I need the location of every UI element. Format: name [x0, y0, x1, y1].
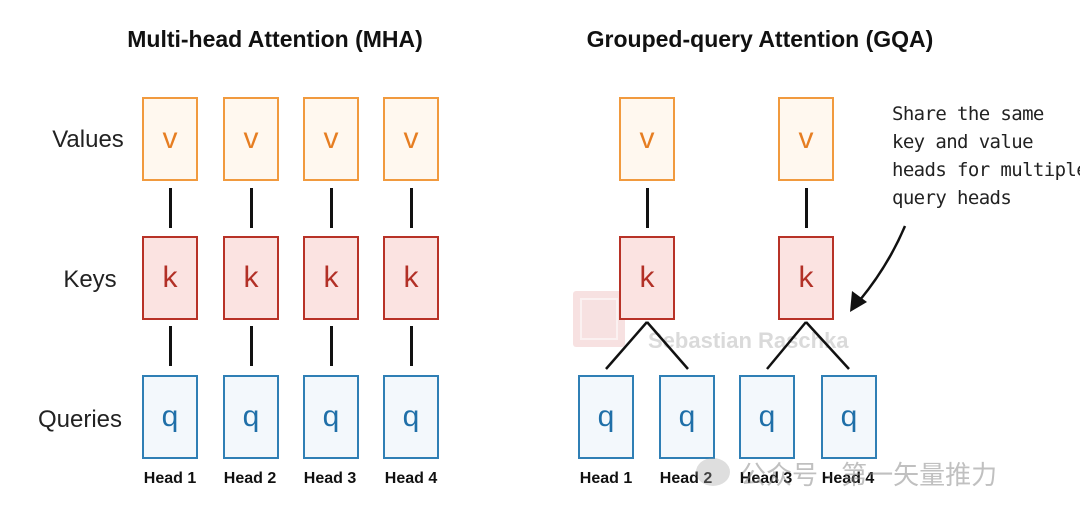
mha-connector [169, 188, 172, 228]
mha-connector [410, 326, 413, 366]
annotation-arrow-icon [859, 225, 907, 301]
mha-connector [250, 326, 253, 366]
wechat-icon [696, 458, 730, 486]
mha-connector [250, 188, 253, 228]
keys-label: Keys [63, 266, 117, 293]
queries-label: Queries [37, 406, 123, 433]
gqa-split-line [605, 321, 648, 370]
gqa-key-box: k [778, 236, 834, 320]
gqa-split-line [766, 321, 807, 370]
mha-title: Multi-head Attention (MHA) [127, 26, 423, 52]
mha-connector [330, 326, 333, 366]
mha-key-box: k [303, 236, 359, 320]
mha-head-label: Head 4 [384, 470, 438, 487]
mha-key-box: k [383, 236, 439, 320]
gqa-connector [646, 188, 649, 228]
mha-key-box: k [142, 236, 198, 320]
mha-head-label: Head 1 [143, 470, 197, 487]
mha-value-box: v [303, 97, 359, 181]
mha-value-box: v [223, 97, 279, 181]
gqa-query-box: q [821, 375, 877, 459]
gqa-head-label: Head 3 [739, 470, 793, 487]
gqa-value-box: v [619, 97, 675, 181]
mha-connector [330, 188, 333, 228]
gqa-split-line [805, 321, 850, 370]
mha-head-label: Head 3 [303, 470, 357, 487]
gqa-annotation: Share the same key and value heads for m… [892, 103, 1080, 209]
gqa-split-line [646, 321, 689, 370]
footer-watermark: 公众号 · 第一矢量推力 [740, 460, 998, 490]
mha-connector [410, 188, 413, 228]
gqa-query-box: q [578, 375, 634, 459]
mha-head-label: Head 2 [223, 470, 277, 487]
mha-key-box: k [223, 236, 279, 320]
gqa-head-label: Head 1 [579, 470, 633, 487]
gqa-query-box: q [739, 375, 795, 459]
values-label: Values [52, 126, 124, 153]
gqa-head-label: Head 2 [659, 470, 713, 487]
mha-query-box: q [142, 375, 198, 459]
gqa-value-box: v [778, 97, 834, 181]
mha-value-box: v [383, 97, 439, 181]
gqa-query-box: q [659, 375, 715, 459]
annotation-arrowhead-icon [850, 291, 867, 312]
gqa-head-label: Head 4 [821, 470, 875, 487]
watermark-seal [573, 291, 625, 347]
gqa-title: Grouped-query Attention (GQA) [586, 26, 934, 52]
mha-connector [169, 326, 172, 366]
gqa-connector [805, 188, 808, 228]
mha-query-box: q [223, 375, 279, 459]
gqa-key-box: k [619, 236, 675, 320]
mha-query-box: q [303, 375, 359, 459]
mha-value-box: v [142, 97, 198, 181]
mha-query-box: q [383, 375, 439, 459]
